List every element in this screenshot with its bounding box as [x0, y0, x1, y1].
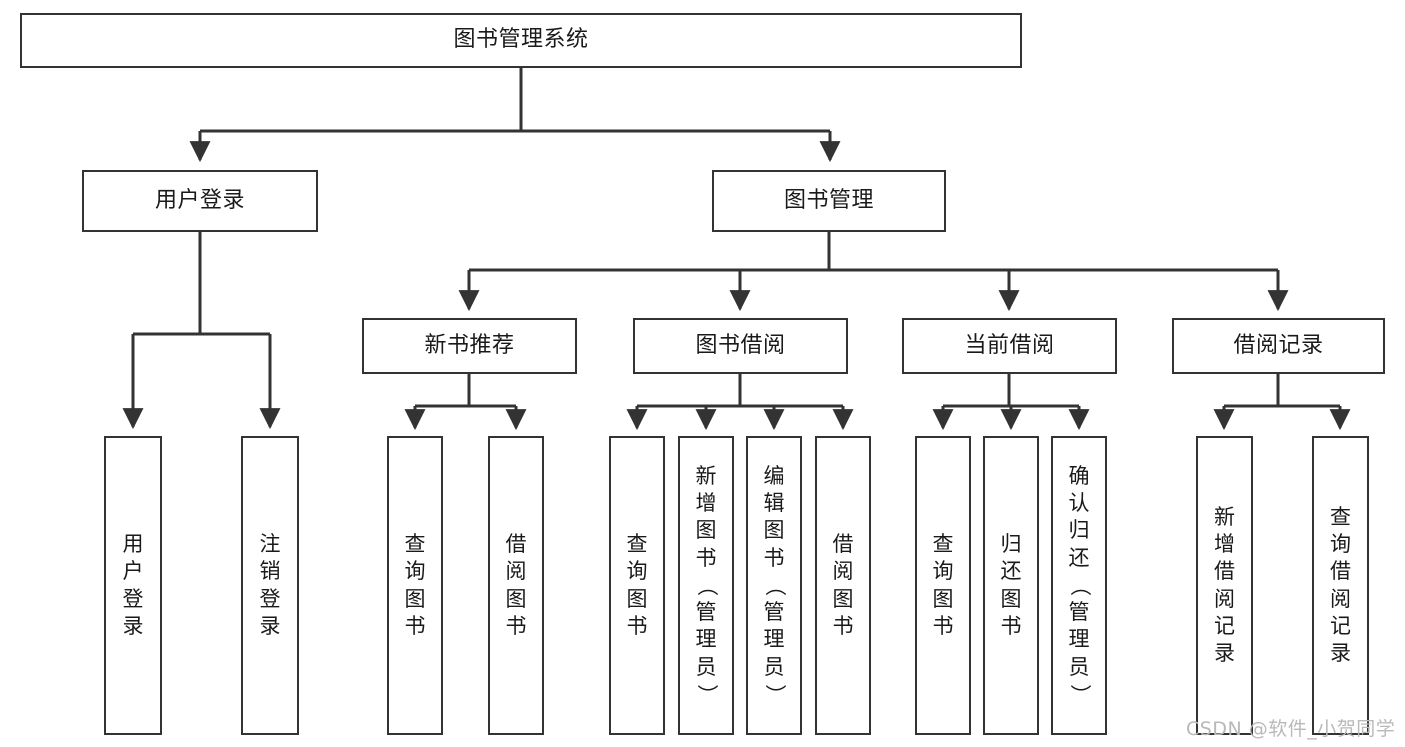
node-leaf-query-book-3-label: 查询图书	[932, 531, 954, 638]
node-leaf-user-login-label: 用户登录	[122, 531, 144, 638]
node-leaf-borrow-book-1[interactable]: 借阅图书	[488, 436, 544, 735]
node-leaf-user-login[interactable]: 用户登录	[104, 436, 162, 735]
node-leaf-edit-book[interactable]: 编辑图书（管理员）	[746, 436, 802, 735]
node-book-manage-label: 图书管理	[783, 187, 874, 213]
csdn-watermark: CSDN @软件_小贺同学	[1186, 718, 1396, 740]
node-leaf-query-book-1[interactable]: 查询图书	[387, 436, 443, 735]
node-leaf-return-book-label: 归还图书	[1000, 531, 1022, 638]
node-borrow-records-label: 借阅记录	[1233, 332, 1324, 358]
node-leaf-add-record[interactable]: 新增借阅记录	[1196, 436, 1253, 735]
node-user-login[interactable]: 用户登录	[82, 170, 318, 232]
node-leaf-return-book[interactable]: 归还图书	[983, 436, 1039, 735]
node-leaf-add-record-label: 新增借阅记录	[1214, 504, 1235, 666]
node-leaf-user-logout[interactable]: 注销登录	[241, 436, 299, 735]
node-leaf-query-record-label: 查询借阅记录	[1330, 504, 1351, 666]
node-leaf-borrow-book-1-label: 借阅图书	[505, 531, 527, 638]
node-current-borrow-label: 当前借阅	[964, 332, 1055, 358]
node-book-borrow[interactable]: 图书借阅	[633, 318, 848, 374]
node-leaf-query-record[interactable]: 查询借阅记录	[1312, 436, 1369, 735]
node-book-manage[interactable]: 图书管理	[712, 170, 946, 232]
node-leaf-add-book[interactable]: 新增图书（管理员）	[678, 436, 734, 735]
node-root-label: 图书管理系统	[453, 27, 589, 53]
node-leaf-edit-book-label: 编辑图书（管理员）	[762, 463, 787, 706]
node-book-borrow-label: 图书借阅	[695, 332, 786, 358]
node-leaf-borrow-book-2[interactable]: 借阅图书	[815, 436, 871, 735]
node-current-borrow[interactable]: 当前借阅	[902, 318, 1117, 374]
node-leaf-user-logout-label: 注销登录	[259, 531, 281, 638]
node-borrow-records[interactable]: 借阅记录	[1172, 318, 1385, 374]
node-leaf-borrow-book-2-label: 借阅图书	[832, 531, 854, 638]
node-leaf-confirm-return[interactable]: 确认归还（管理员）	[1051, 436, 1107, 735]
node-new-book-recommend[interactable]: 新书推荐	[362, 318, 577, 374]
node-leaf-add-book-label: 新增图书（管理员）	[694, 463, 719, 706]
node-leaf-confirm-return-label: 确认归还（管理员）	[1067, 463, 1092, 706]
node-root[interactable]: 图书管理系统	[20, 13, 1022, 68]
node-new-book-recommend-label: 新书推荐	[424, 332, 515, 358]
node-leaf-query-book-2[interactable]: 查询图书	[609, 436, 665, 735]
node-leaf-query-book-1-label: 查询图书	[404, 531, 426, 638]
node-user-login-label: 用户登录	[154, 187, 245, 213]
node-leaf-query-book-3[interactable]: 查询图书	[915, 436, 971, 735]
node-leaf-query-book-2-label: 查询图书	[626, 531, 648, 638]
